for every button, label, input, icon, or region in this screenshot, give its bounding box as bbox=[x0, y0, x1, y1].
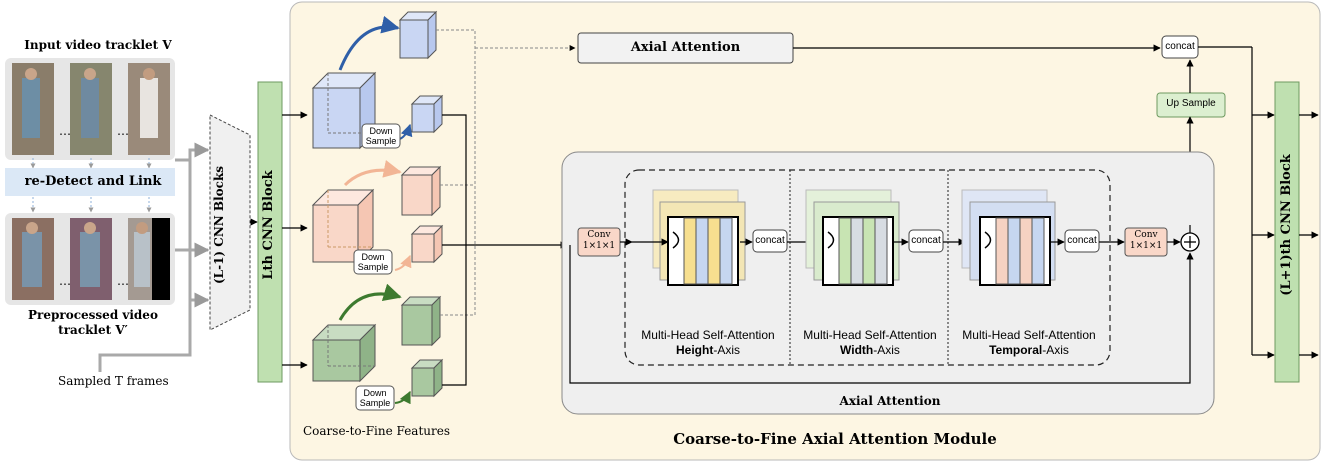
conv-right-label-2: 1×1×1 bbox=[1129, 241, 1163, 251]
concat-height-label: concat bbox=[755, 235, 785, 246]
concat-width bbox=[908, 229, 944, 253]
axial-dashed-region bbox=[624, 169, 1111, 366]
width-axis-stack bbox=[805, 189, 900, 286]
down-sample-label-3b: Sample bbox=[359, 398, 391, 408]
concat-width-label: concat bbox=[911, 235, 941, 246]
blue-down-cube bbox=[410, 94, 444, 134]
preprocessed-frame bbox=[128, 218, 170, 300]
pink-small-cube bbox=[400, 165, 442, 217]
down-sample-label-2a: Down bbox=[361, 252, 385, 262]
cnn-block-l bbox=[257, 81, 283, 383]
input-frame bbox=[70, 63, 112, 155]
height-axis-bold: Height bbox=[675, 343, 714, 357]
down-sample-label-3a: Down bbox=[363, 388, 387, 398]
preprocessed-title-line2: tracklet V′ bbox=[58, 323, 128, 337]
pink-feature-cube bbox=[311, 188, 375, 264]
conv-left-label-1: Conv bbox=[587, 230, 611, 240]
width-axis-label: Width-Axis bbox=[791, 343, 949, 357]
width-axis-bold: Width bbox=[840, 343, 874, 357]
features-caption: Coarse-to-Fine Features bbox=[303, 424, 450, 438]
down-sample-label-2b: Sample bbox=[357, 262, 389, 272]
ellipsis: … bbox=[117, 124, 129, 138]
pink-down-cube bbox=[410, 224, 444, 264]
mhsa-height-label: Multi-Head Self-Attention bbox=[641, 328, 775, 342]
axis-suffix: -Axis bbox=[1042, 343, 1069, 357]
green-small-cube bbox=[400, 295, 442, 347]
height-axis-stack bbox=[652, 189, 746, 286]
module-title: Coarse-to-Fine Axial Attention Module bbox=[673, 430, 997, 448]
down-sample-box bbox=[361, 123, 401, 149]
input-frame bbox=[12, 63, 54, 155]
temporal-axis-bold: Temporal bbox=[989, 343, 1043, 357]
down-sample-label-1a: Down bbox=[369, 126, 393, 136]
concat-temporal bbox=[1064, 229, 1100, 253]
temporal-axis-label: Temporal-Axis bbox=[949, 343, 1109, 357]
ellipsis: … bbox=[117, 274, 129, 288]
inner-axial-label: Axial Attention bbox=[839, 394, 941, 408]
input-tracklet-title: Input video tracklet V bbox=[24, 38, 172, 52]
down-sample-box bbox=[355, 385, 395, 411]
input-frame bbox=[128, 63, 170, 155]
green-feature-cube bbox=[311, 323, 377, 383]
cnn-blocks-prev-label: (L-1) CNN Blocks bbox=[212, 165, 226, 285]
mhsa-temporal-label: Multi-Head Self-Attention bbox=[962, 328, 1096, 342]
preprocessed-title-line1: Preprocessed video bbox=[28, 308, 158, 322]
redetect-box bbox=[5, 168, 175, 196]
blue-small-cube bbox=[398, 10, 438, 60]
axis-suffix: -Axis bbox=[873, 343, 900, 357]
top-concat-label: concat bbox=[1165, 41, 1195, 52]
preprocessed-frame bbox=[70, 218, 112, 300]
conv-right-label-1: Conv bbox=[1134, 230, 1158, 240]
up-sample-label: Up Sample bbox=[1166, 98, 1216, 109]
cnn-block-l-label: Lth CNN Block bbox=[261, 170, 276, 280]
mhsa-width-label: Multi-Head Self-Attention bbox=[803, 328, 937, 342]
concat-height bbox=[752, 229, 788, 253]
redetect-label: re-Detect and Link bbox=[24, 174, 162, 189]
cnn-blocks-prev bbox=[209, 114, 251, 331]
sampled-frames-label: Sampled T frames bbox=[58, 374, 169, 388]
green-down-cube bbox=[410, 358, 444, 398]
down-sample-label-1b: Sample bbox=[365, 136, 397, 146]
cnn-block-next-label: (L+1)th CNN Block bbox=[1279, 154, 1294, 296]
axis-suffix: -Axis bbox=[713, 343, 740, 357]
preprocessed-frame bbox=[12, 218, 54, 300]
ellipsis: … bbox=[59, 274, 71, 288]
temporal-axis-stack bbox=[961, 189, 1056, 286]
top-axial-label: Axial Attention bbox=[630, 40, 741, 55]
concat-temporal-label: concat bbox=[1067, 235, 1097, 246]
ellipsis: … bbox=[59, 124, 71, 138]
height-axis-label: Height-Axis bbox=[628, 343, 788, 357]
conv-left-label-2: 1×1×1 bbox=[582, 241, 616, 251]
cnn-block-next bbox=[1274, 81, 1300, 383]
down-sample-box bbox=[353, 249, 393, 275]
